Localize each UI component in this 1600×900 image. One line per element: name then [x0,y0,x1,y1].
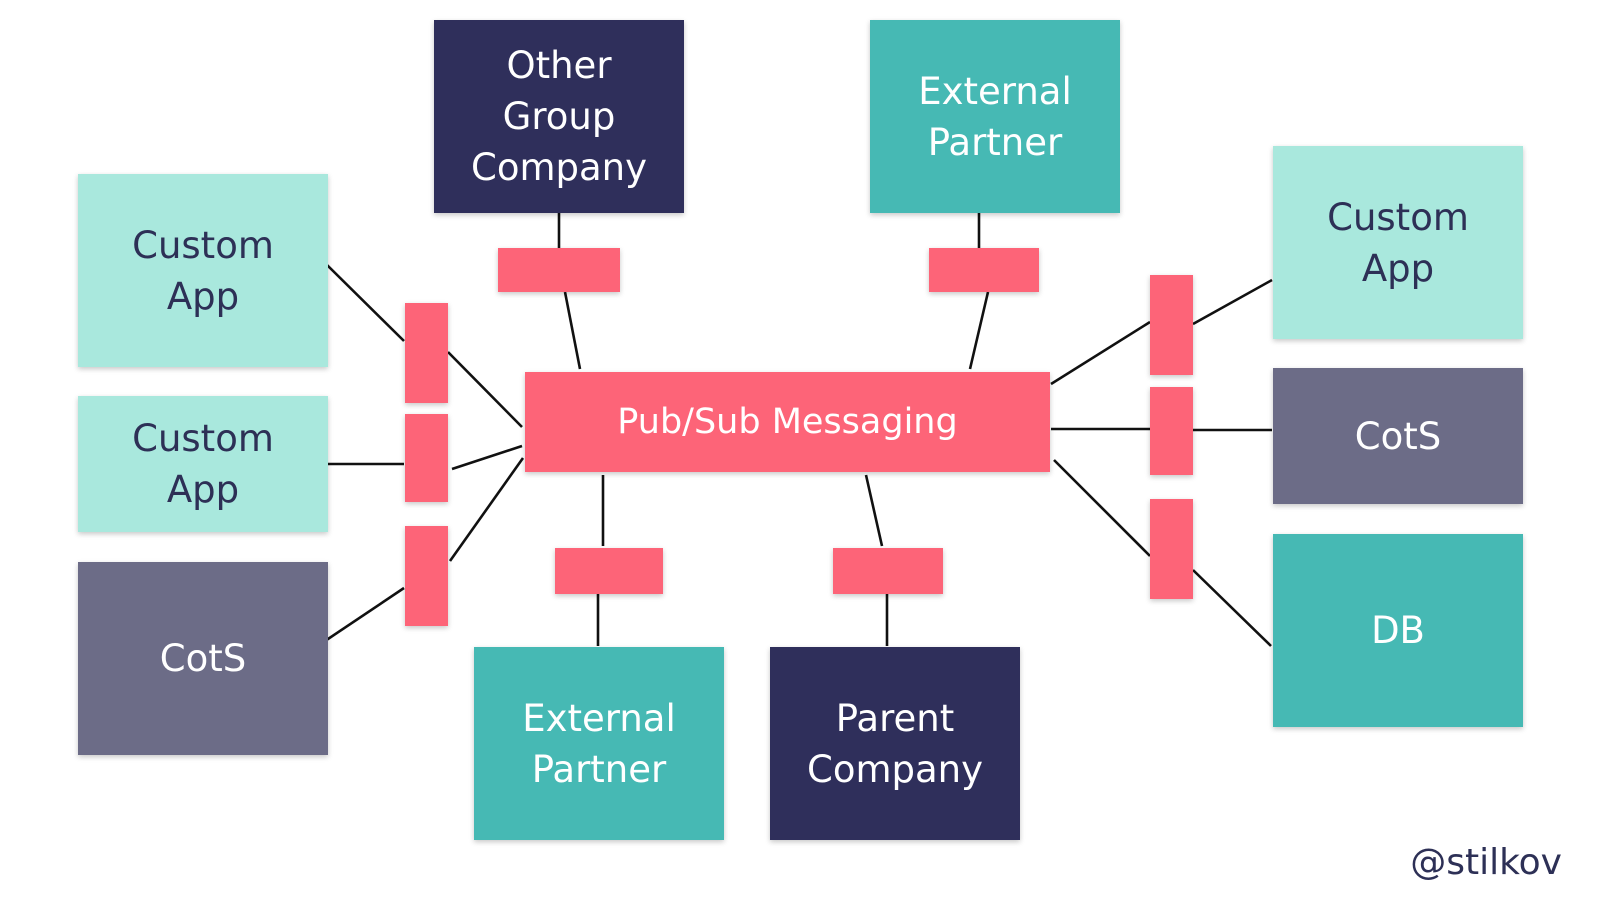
link-custom-app-left-2-2 [451,444,523,471]
node-cots-right: CotS [1273,368,1523,504]
node-label: Custom App [132,417,274,511]
adapter-cots-right [1150,387,1193,475]
author-handle: @stilkov [1410,842,1562,883]
link-db-2 [1192,569,1272,647]
adapter-cots-left [405,526,448,626]
link-custom-app-left-1-1 [324,262,405,342]
adapter-custom-app-right [1150,275,1193,375]
node-other-group-company: Other Group Company [434,20,684,213]
node-label: Custom App [1327,195,1469,290]
node-label: External Partner [918,69,1072,164]
node-custom-app-left-1: Custom App [78,174,328,367]
node-db: DB [1273,534,1523,727]
node-parent-company: Parent Company [770,647,1020,840]
node-label: Parent Company [806,696,984,791]
node-custom-app-left-2: Custom App [78,396,328,532]
adapter-parent-company [833,548,943,594]
node-external-partner-bottom: External Partner [474,647,724,840]
node-label: Other Group Company [470,44,648,189]
adapter-custom-app-left-2 [405,414,448,502]
node-label: DB [1371,609,1425,652]
hub-label: Pub/Sub Messaging [617,401,958,442]
link-cots-left-1 [324,586,405,643]
link-db-1 [1053,459,1151,557]
link-external-partner-top-2 [968,291,990,370]
adapter-db [1150,499,1193,599]
node-custom-app-right: Custom App [1273,146,1523,339]
link-custom-app-right-1 [1050,320,1151,386]
link-custom-app-left-1-2 [447,351,523,428]
link-other-group-company-2 [563,291,582,370]
node-cots-left: CotS [78,562,328,755]
node-label: External Partner [522,696,676,791]
link-custom-app-right-2 [1192,278,1273,326]
adapter-custom-app-left-1 [405,303,448,403]
adapter-other-group-company [498,248,620,292]
node-external-partner-top: External Partner [870,20,1120,213]
adapter-external-partner-bottom [555,548,663,594]
adapter-external-partner-top [929,248,1039,292]
node-label: Custom App [132,223,274,318]
node-label: CotS [1354,414,1442,458]
link-parent-company-1 [864,474,884,547]
node-label: CotS [159,637,247,680]
link-cots-left-2 [448,457,525,562]
pubsub-messaging-hub: Pub/Sub Messaging [525,372,1050,472]
